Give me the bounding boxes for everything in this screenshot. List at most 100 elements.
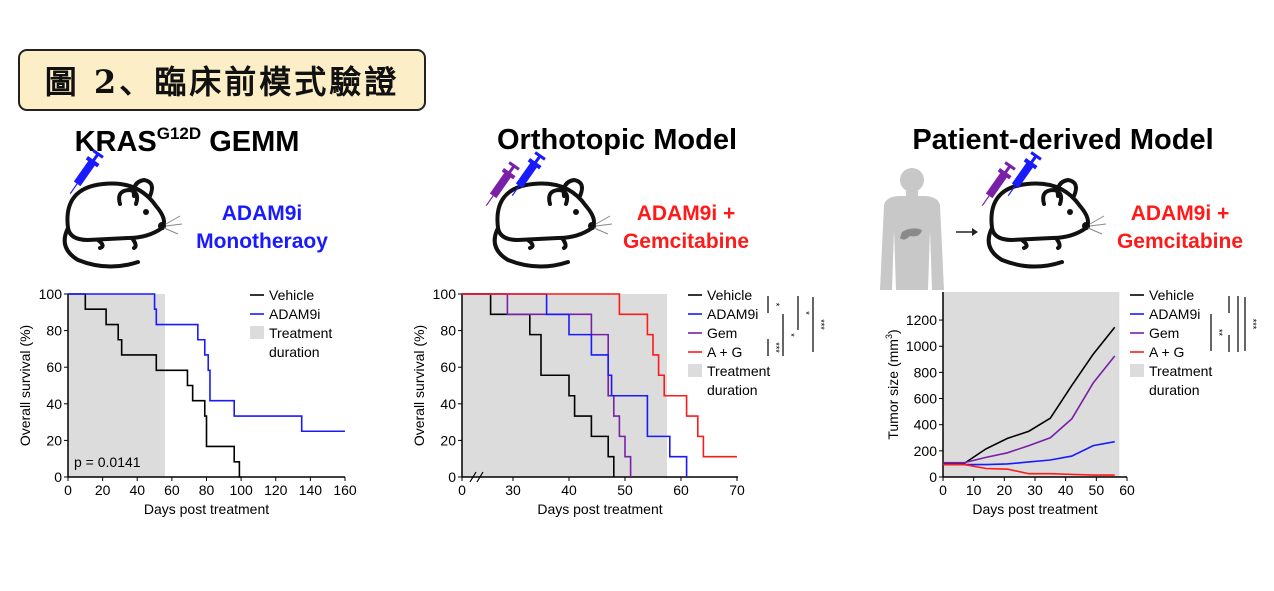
y-tick-label: 100 bbox=[39, 286, 63, 302]
series-line-adam9i bbox=[462, 293, 688, 477]
y-tick-label: 40 bbox=[440, 396, 456, 412]
syringe-flange bbox=[527, 158, 542, 170]
mouse-tail bbox=[492, 226, 570, 269]
syringe-plunger-head bbox=[1004, 161, 1016, 171]
legend-label: Vehicle bbox=[1149, 287, 1194, 303]
y-tick-label: 60 bbox=[440, 359, 456, 375]
x-tick-label: 40 bbox=[1058, 482, 1074, 498]
legend-label: A + G bbox=[707, 344, 742, 360]
syringe-needle bbox=[485, 195, 494, 207]
mouse-eye bbox=[143, 209, 149, 215]
x-tick-label: 50 bbox=[1089, 482, 1105, 498]
treatment-duration-shading bbox=[462, 294, 667, 477]
syringe-needle bbox=[1007, 185, 1016, 197]
legend-label: ADAM9i bbox=[707, 306, 758, 322]
panel-1-treatment: ADAM9i Monotheraoy bbox=[196, 200, 328, 256]
syringe-icon bbox=[485, 161, 520, 207]
syringe-plunger-head bbox=[1030, 151, 1042, 161]
title-rest: GEMM bbox=[201, 126, 300, 158]
x-tick-label: 60 bbox=[1119, 482, 1135, 498]
title-main: KRAS bbox=[74, 126, 157, 158]
p-value-annotation: p = 0.0141 bbox=[74, 454, 141, 470]
mouse-body bbox=[65, 181, 166, 243]
x-tick-label: 10 bbox=[966, 482, 982, 498]
panel-1-title: KRASG12D GEMM bbox=[75, 124, 300, 159]
treatment-line: ADAM9i + bbox=[1130, 202, 1230, 225]
syringe-needle bbox=[981, 195, 990, 207]
y-tick-label: 20 bbox=[46, 432, 62, 448]
x-tick-label: 60 bbox=[673, 482, 689, 498]
syringe-needle bbox=[511, 185, 520, 197]
treatment-line: Monotheraoy bbox=[196, 230, 328, 253]
y-tick-label: 400 bbox=[914, 417, 938, 433]
x-tick-label: 30 bbox=[505, 482, 521, 498]
y-tick-label: 40 bbox=[46, 396, 62, 412]
mouse-eye bbox=[573, 209, 579, 215]
mouse-whiskers bbox=[163, 215, 183, 235]
treatment-duration-shading bbox=[943, 292, 1120, 477]
significance-label: *** bbox=[1248, 319, 1258, 330]
syringe-plunger-head bbox=[534, 151, 546, 161]
syringe-barrel bbox=[985, 172, 1008, 199]
y-tick-label: 60 bbox=[46, 359, 62, 375]
y-tick-label: 800 bbox=[914, 364, 938, 380]
legend-label: Gem bbox=[707, 325, 737, 341]
mouse-paws bbox=[1020, 236, 1062, 250]
y-axis-label-end: ) bbox=[885, 329, 901, 334]
y-tick-label: 600 bbox=[914, 391, 938, 407]
pancreas-icon bbox=[900, 228, 922, 240]
mouse-ear bbox=[547, 187, 570, 206]
x-tick-label: 50 bbox=[617, 482, 633, 498]
legend-label: Treatment bbox=[1149, 363, 1212, 379]
syringe-plunger bbox=[1029, 155, 1037, 164]
syringe-barrel bbox=[489, 172, 512, 199]
syringe-plunger bbox=[1003, 165, 1011, 174]
legend-label: duration bbox=[707, 382, 758, 398]
figure-title: 圖 2、臨床前模式驗證 bbox=[44, 63, 400, 101]
legend-label: A + G bbox=[1149, 344, 1184, 360]
series-line-gem bbox=[943, 355, 1116, 464]
mouse-eye bbox=[1067, 209, 1073, 215]
syringe-flange bbox=[501, 168, 516, 180]
legend-label: Treatment bbox=[707, 363, 770, 379]
y-axis-label: Tumor size (mm3) bbox=[884, 329, 901, 439]
x-tick-label: 0 bbox=[458, 482, 466, 498]
x-tick-label: 0 bbox=[64, 482, 72, 498]
syringe-plunger-head bbox=[92, 149, 104, 159]
x-tick-label: 120 bbox=[264, 482, 288, 498]
treatment-line: Gemcitabine bbox=[622, 230, 750, 253]
x-tick-label: 40 bbox=[129, 482, 145, 498]
y-tick-label: 100 bbox=[433, 286, 457, 302]
legend-swatch-shading bbox=[250, 326, 264, 339]
series-line-vehicle bbox=[942, 326, 1116, 465]
significance-label: ** bbox=[1214, 329, 1224, 337]
significance-label: *** bbox=[816, 319, 826, 330]
series-line-vehicle bbox=[68, 293, 242, 478]
syringe-icon bbox=[511, 151, 546, 197]
x-tick-label: 20 bbox=[95, 482, 111, 498]
y-tick-label: 200 bbox=[914, 443, 938, 459]
syringe-barrel bbox=[73, 160, 96, 187]
syringe-plunger bbox=[507, 165, 515, 174]
mouse-ear bbox=[1055, 177, 1078, 198]
syringe-needle bbox=[69, 183, 78, 195]
x-tick-label: 40 bbox=[561, 482, 577, 498]
y-axis-label: Overall survival (%) bbox=[17, 325, 33, 446]
legend-label: Vehicle bbox=[707, 287, 752, 303]
y-tick-label: 80 bbox=[46, 323, 62, 339]
mouse-ear bbox=[1041, 187, 1064, 206]
mouse-ear bbox=[131, 177, 154, 198]
treatment-line: ADAM9i + bbox=[636, 202, 736, 225]
title-superscript: G12D bbox=[156, 124, 202, 143]
significance-label: * bbox=[801, 311, 811, 315]
legend-label: Vehicle bbox=[269, 287, 314, 303]
series-line-adam9i bbox=[943, 440, 1115, 466]
syringe-plunger bbox=[91, 153, 99, 162]
x-tick-label: 140 bbox=[299, 482, 323, 498]
syringe-barrel bbox=[1011, 162, 1034, 189]
legend-label: ADAM9i bbox=[1149, 306, 1200, 322]
mouse-icon bbox=[485, 151, 613, 269]
legend-swatch-shading bbox=[688, 364, 702, 377]
